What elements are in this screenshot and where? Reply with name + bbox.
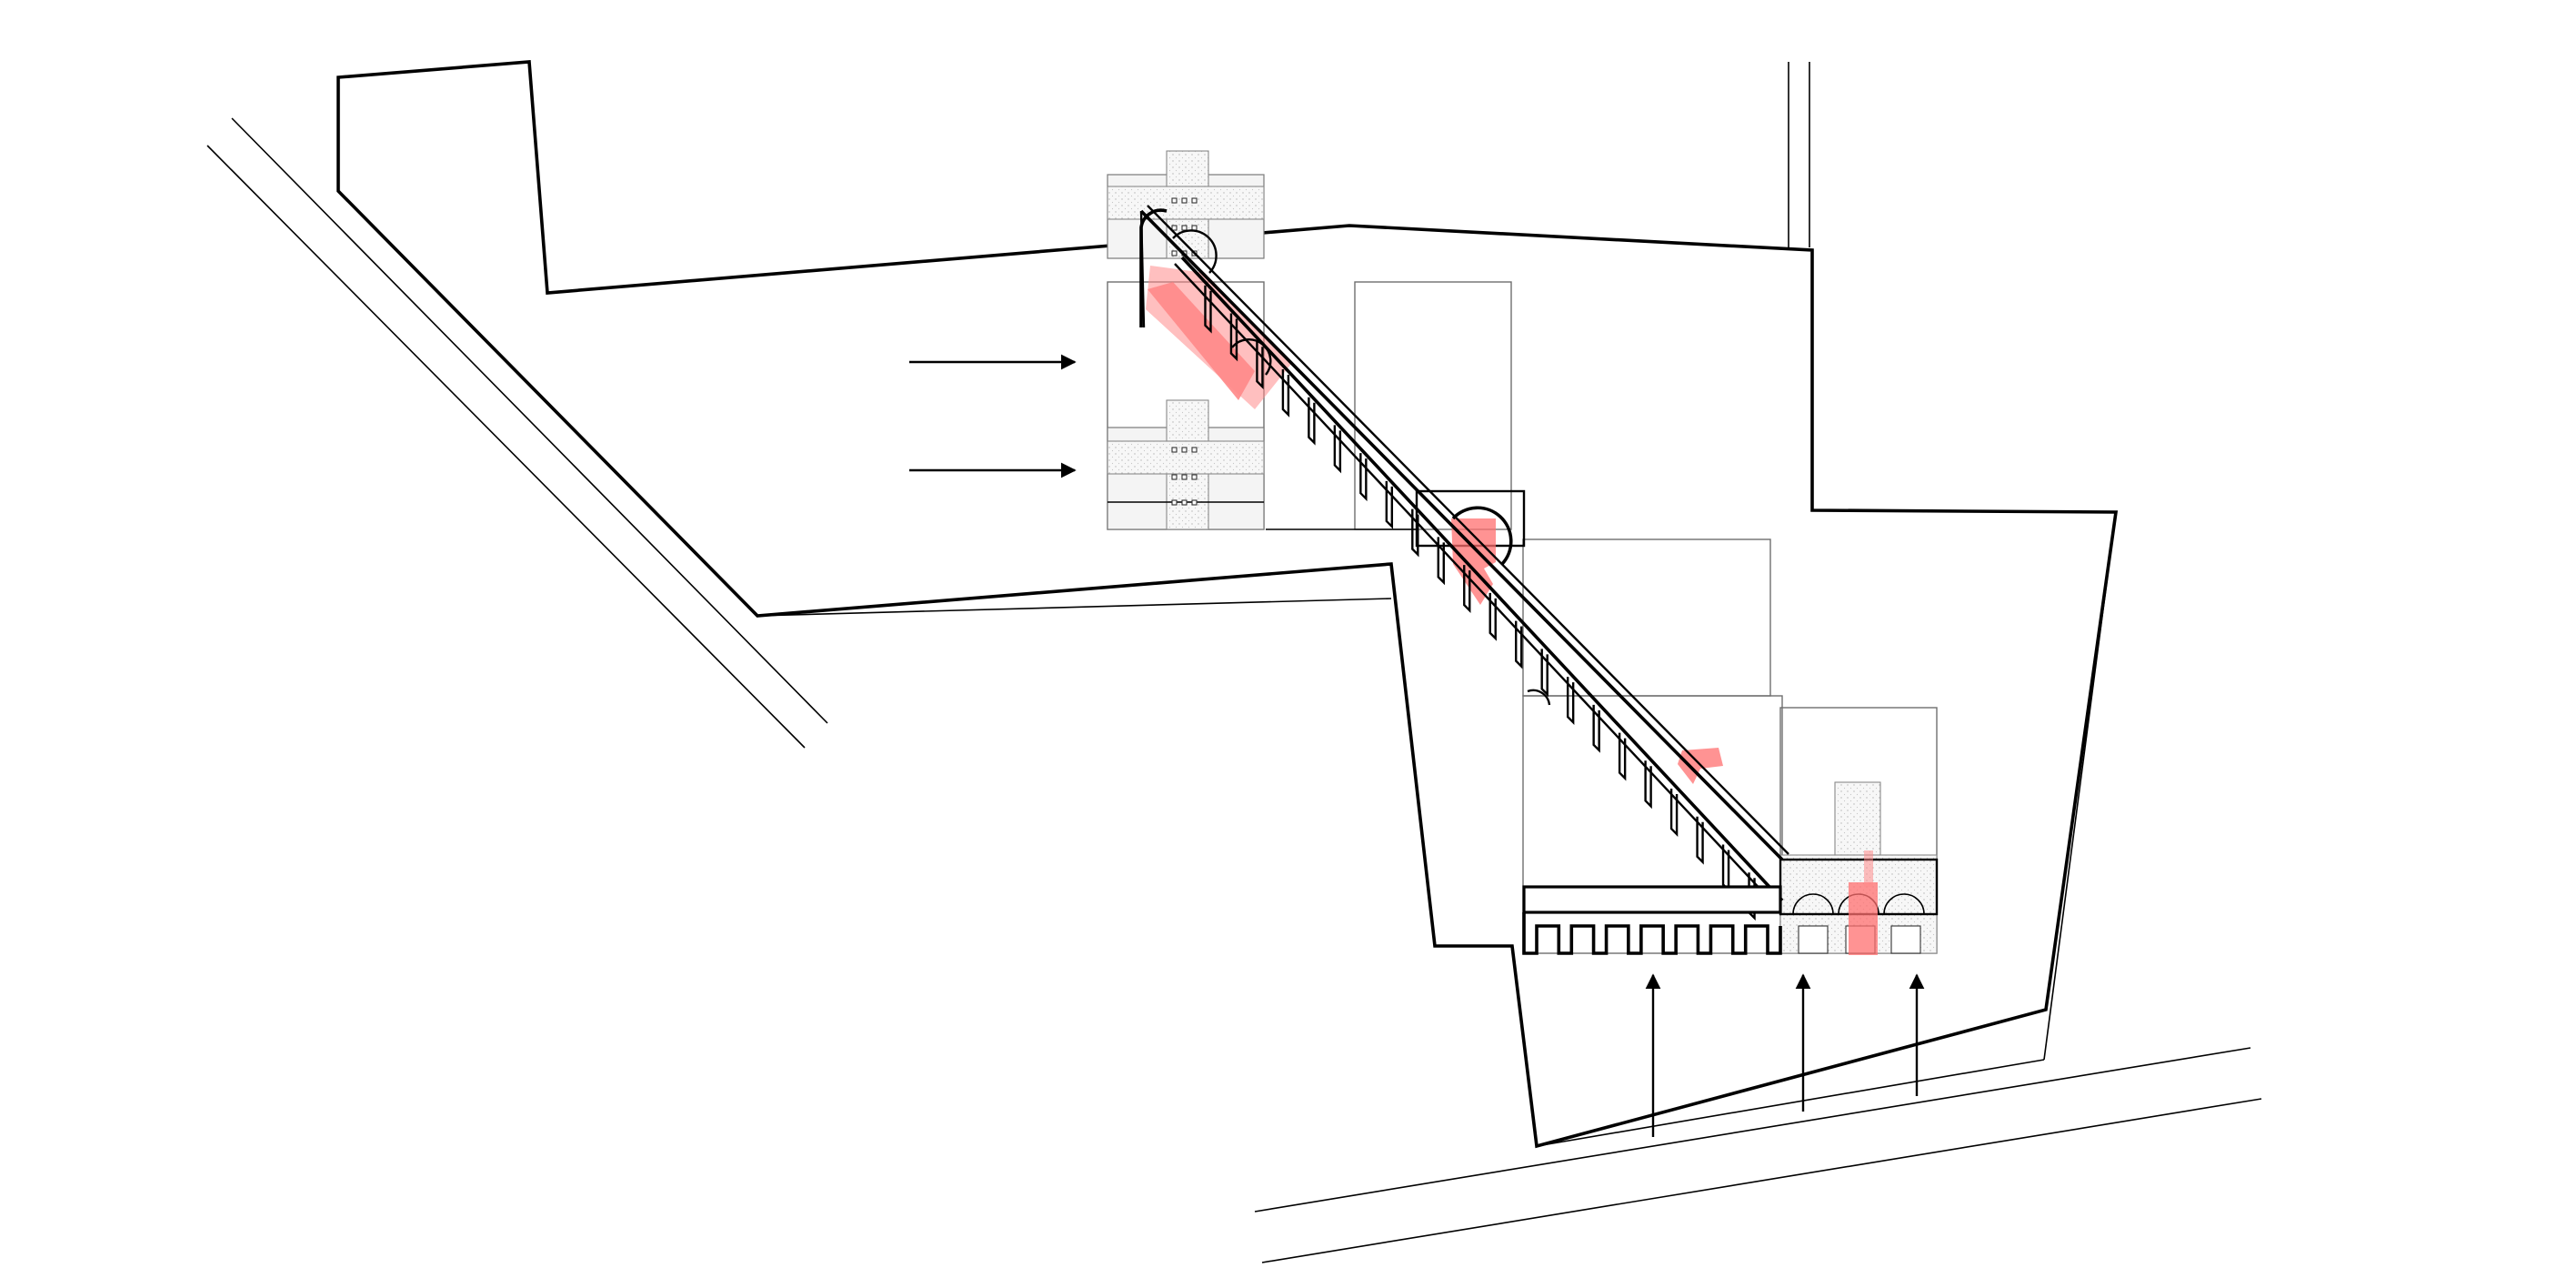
facade-upper: [1107, 150, 1265, 259]
building-footprints: [1266, 281, 1938, 954]
bridge-pillar: [1229, 313, 1238, 362]
entry-arrows-bottom: [1645, 973, 1925, 1137]
bridge-pillar: [1308, 397, 1316, 446]
bridge-pillar: [1592, 704, 1600, 753]
bridge-structure: [1139, 205, 1789, 909]
bridge-pillars: [1204, 285, 1756, 921]
bridge-pillar: [1256, 341, 1264, 390]
street-bottom: [1254, 1047, 2262, 1263]
context-lines-top: [1788, 62, 1810, 247]
bridge-pillar: [1385, 480, 1394, 529]
bridge-pillar: [1437, 537, 1445, 586]
facade-middle-windows: [1171, 447, 1198, 506]
street-left: [206, 117, 828, 749]
bridge-pillar: [1515, 620, 1523, 669]
boundary-offset: [757, 511, 2117, 1147]
bridge-pillar: [1696, 816, 1704, 865]
bridge-pillar: [1488, 592, 1497, 641]
bottom-walkway: [1522, 885, 1782, 955]
bridge-pillar: [1644, 760, 1652, 810]
bridge-pillar: [1359, 453, 1368, 502]
bridge-pillar: [1618, 732, 1627, 781]
site-boundary: [336, 60, 2119, 1149]
entry-arrows-left: [909, 354, 1077, 478]
bridge-pillar: [1204, 285, 1212, 334]
bridge-pillar: [1566, 677, 1575, 725]
bridge-pillar: [1281, 368, 1290, 418]
bridge-pillar: [1540, 649, 1549, 698]
bridge-pillar: [1333, 425, 1342, 474]
bridge-pillar: [1463, 565, 1471, 614]
facade-middle: [1107, 281, 1265, 530]
bridge-pillar: [1669, 789, 1679, 837]
bridge-pillar: [1411, 508, 1419, 558]
